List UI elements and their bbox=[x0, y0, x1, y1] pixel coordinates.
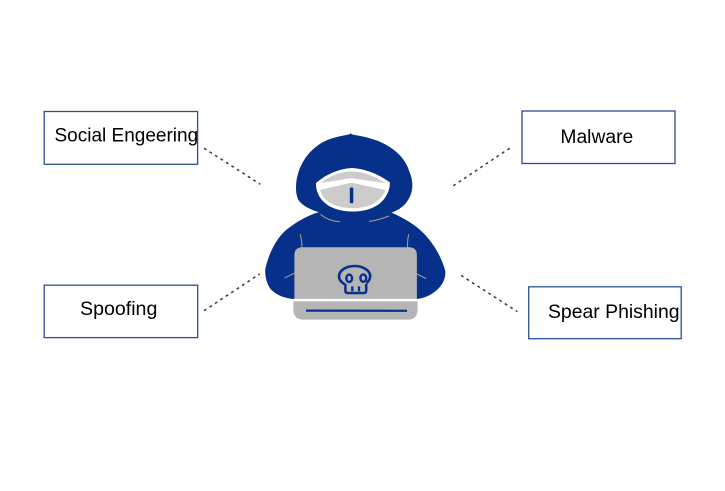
svg-text:Malware: Malware bbox=[560, 127, 633, 148]
svg-text:Social Engeering: Social Engeering bbox=[55, 126, 199, 147]
svg-text:Spear Phishing: Spear Phishing bbox=[548, 301, 680, 323]
svg-text:Spoofing: Spoofing bbox=[80, 298, 157, 320]
